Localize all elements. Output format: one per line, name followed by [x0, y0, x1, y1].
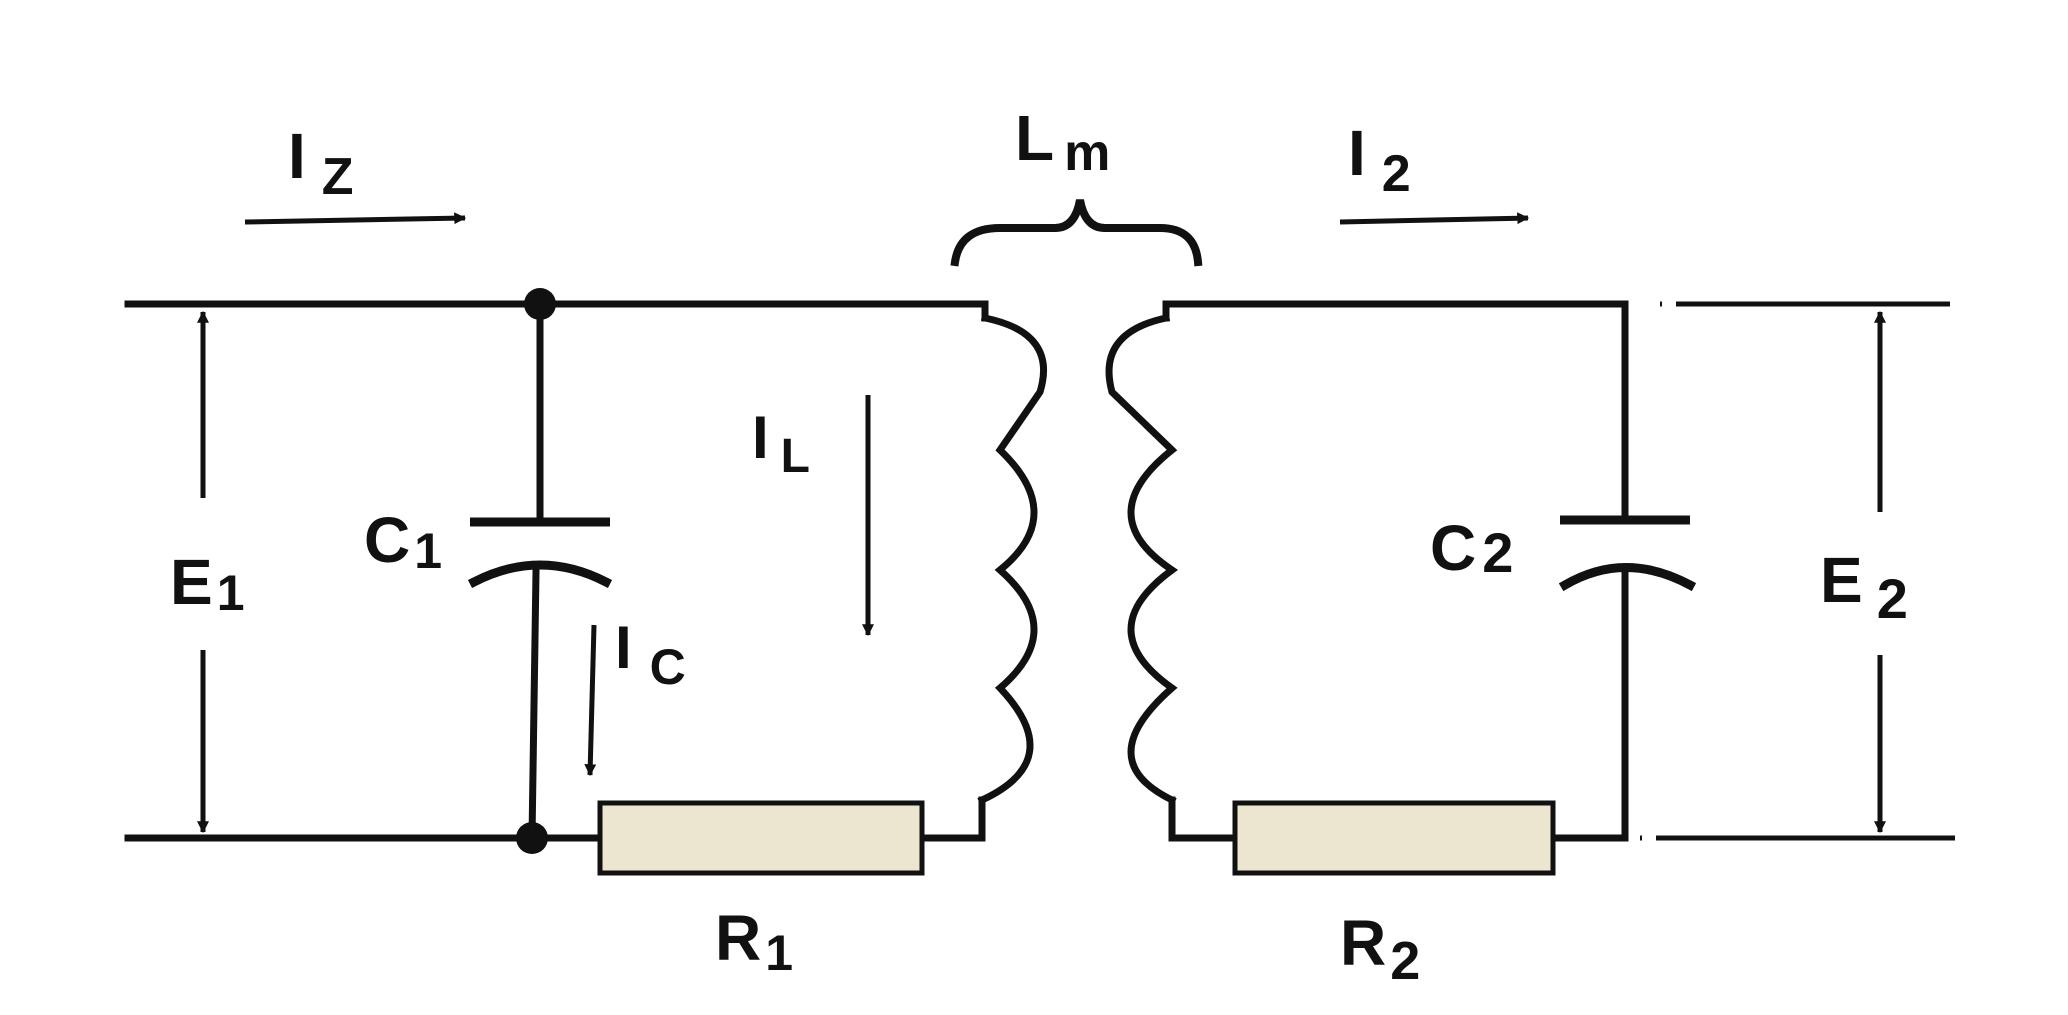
- iz-arrow: [244, 212, 467, 225]
- ic-arrow: [584, 624, 597, 777]
- label-e1-main: E: [170, 546, 213, 618]
- label-il-sub: L: [781, 430, 810, 483]
- label-i2-main: I: [1348, 117, 1366, 189]
- mutual-inductance-brace: [950, 199, 1203, 267]
- label-ic-sub: C: [650, 639, 686, 695]
- label-e2-main: E: [1820, 544, 1863, 616]
- i2-arrow: [1339, 212, 1530, 225]
- label-r2: R2: [1340, 907, 1420, 991]
- label-c1-sub: 1: [414, 523, 442, 579]
- label-c2-sub: 2: [1482, 521, 1513, 584]
- secondary-top-wire: [1162, 300, 1629, 519]
- label-iz-main: I: [288, 120, 306, 192]
- label-r1-sub: 1: [765, 925, 793, 981]
- primary-winding: [977, 313, 1047, 805]
- resistor-r1: [597, 800, 925, 876]
- label-lm-sub: m: [1064, 124, 1110, 182]
- label-e1-sub: 1: [217, 565, 245, 621]
- primary-circuit: [124, 288, 1047, 876]
- label-c2-main: C: [1430, 512, 1476, 584]
- secondary-right-wire-lower: [1549, 571, 1629, 842]
- capacitor-c2: [1558, 515, 1697, 592]
- c1-wire-bottom: [528, 568, 540, 842]
- label-lm-main: L: [1015, 102, 1054, 174]
- secondary-circuit: [1105, 300, 1955, 876]
- secondary-winding: [1105, 313, 1179, 805]
- primary-top-wire: [124, 300, 989, 322]
- label-r1-main: R: [715, 902, 761, 974]
- label-iz-sub: Z: [322, 148, 354, 206]
- c2-plate-curved: [1558, 563, 1697, 592]
- label-r2-sub: 2: [1390, 931, 1420, 991]
- label-c1: C1: [364, 504, 442, 579]
- resistor-r2: [1232, 800, 1556, 876]
- label-il-main: I: [752, 404, 769, 471]
- primary-bottom-wire-right: [918, 796, 986, 842]
- label-e1: E1: [170, 546, 245, 621]
- c1-plate-curved: [467, 560, 613, 589]
- label-i2-sub: 2: [1382, 145, 1411, 203]
- label-e2-sub: 2: [1877, 567, 1908, 630]
- secondary-bottom-wire-left: [1168, 796, 1239, 842]
- label-c1-main: C: [364, 504, 410, 576]
- arrows: [197, 212, 1886, 834]
- label-r2-main: R: [1340, 907, 1386, 979]
- label-ic-main: I: [615, 614, 632, 681]
- capacitor-c1: [467, 517, 613, 589]
- label-r1: R1: [715, 902, 793, 981]
